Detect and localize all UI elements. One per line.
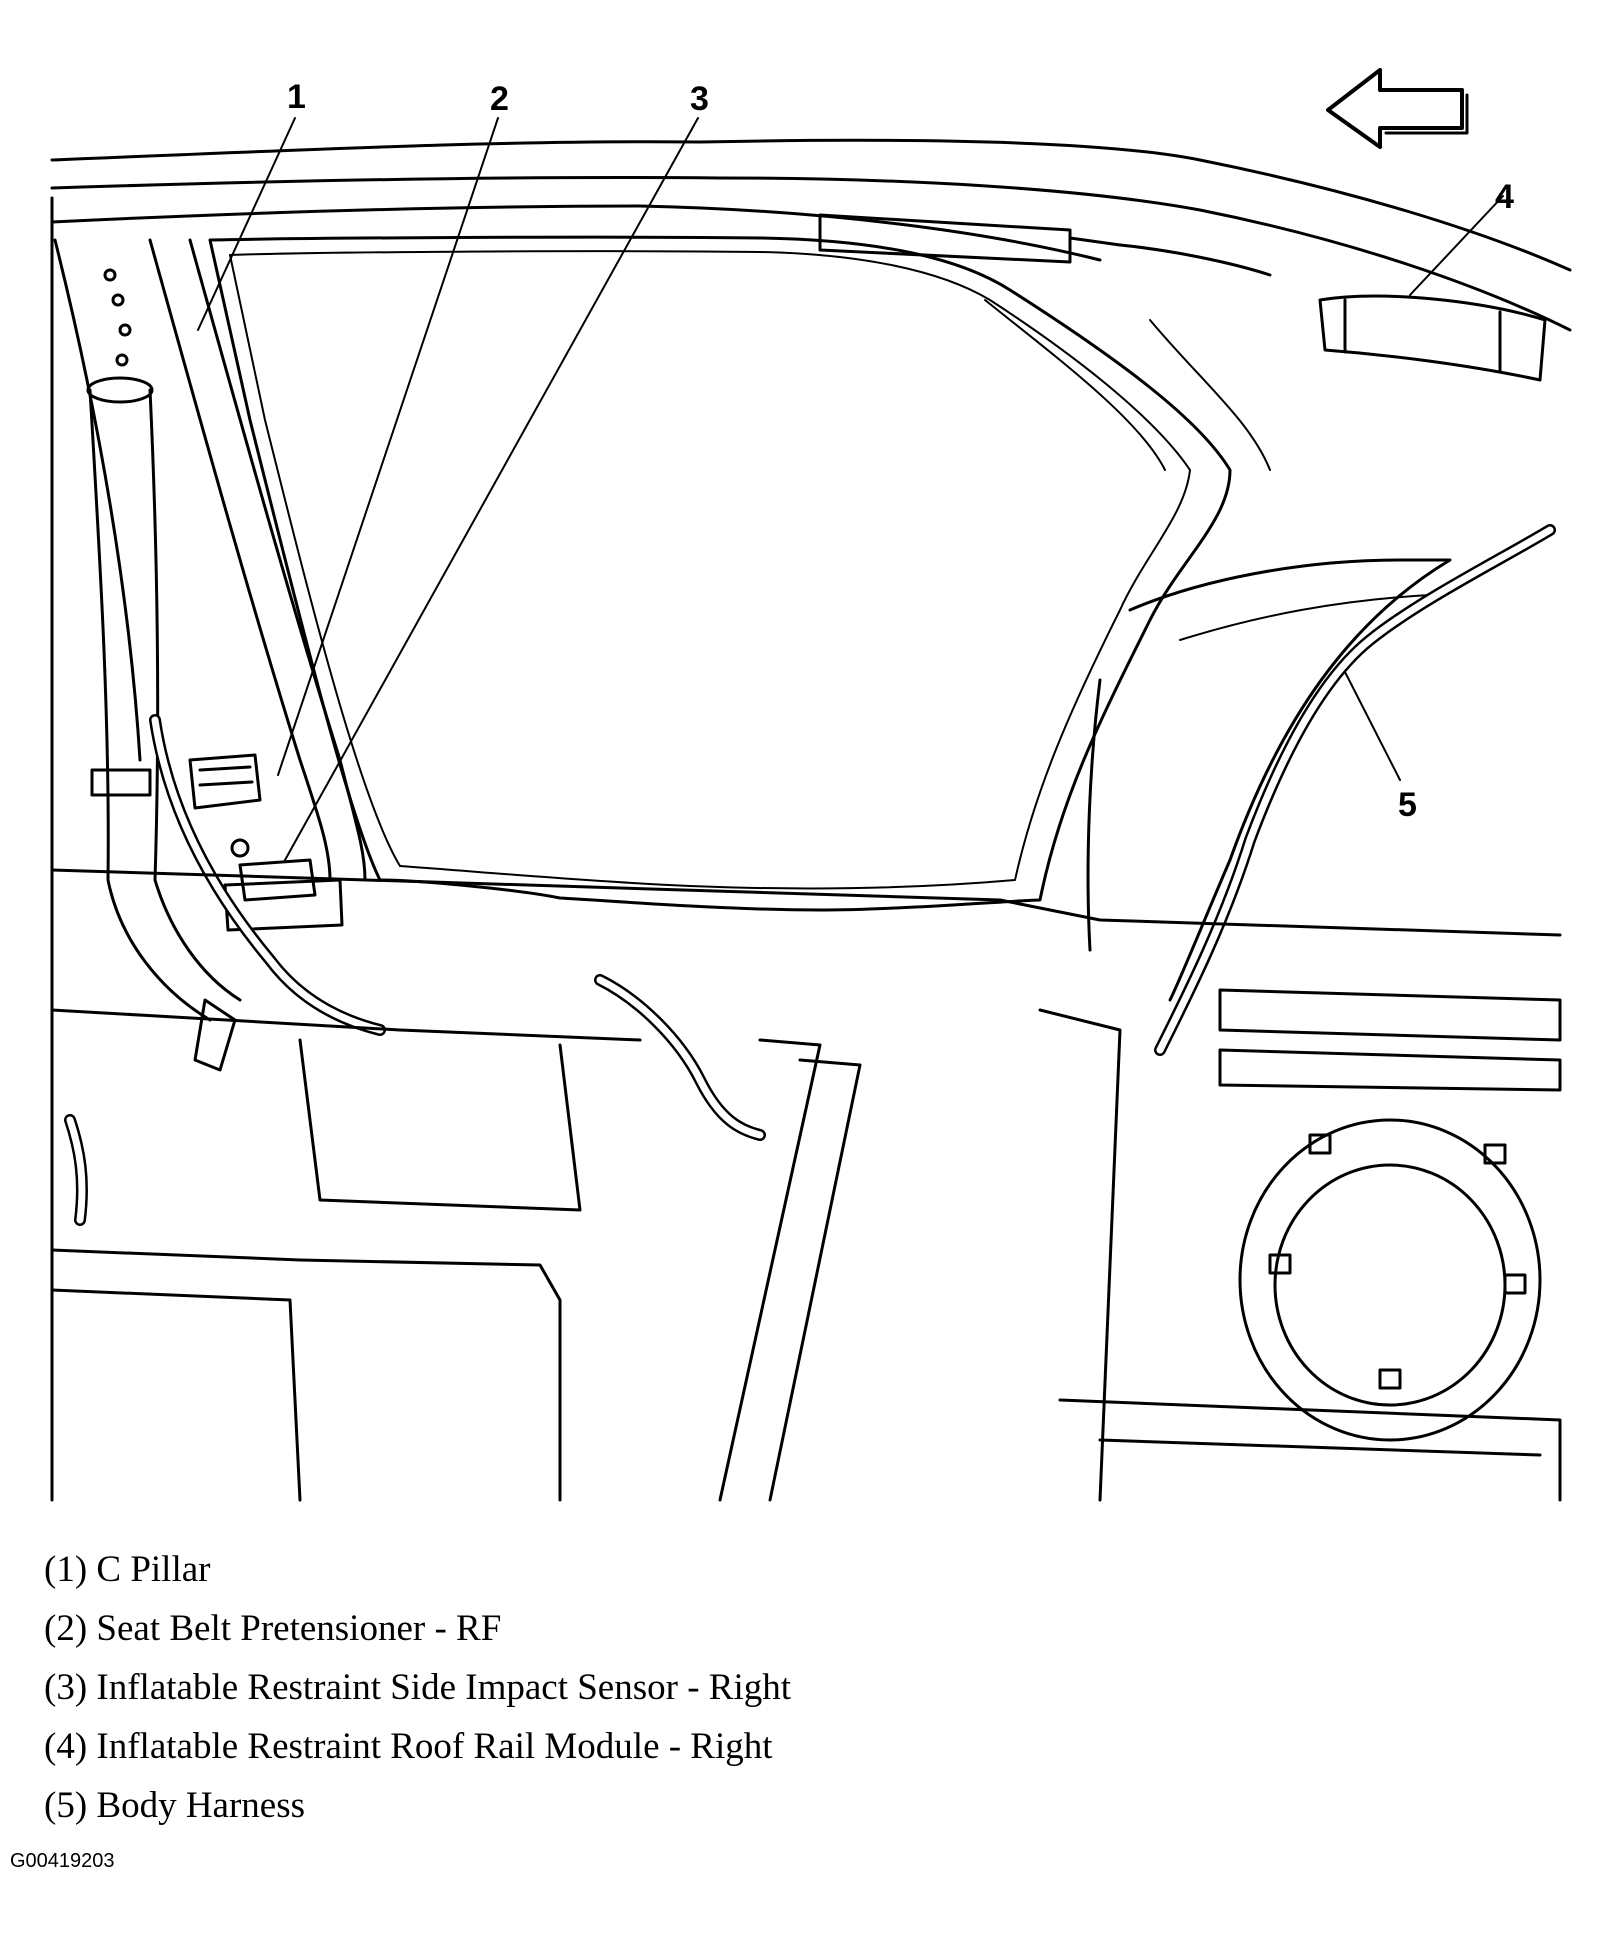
roof-rail-module: [818, 213, 1547, 382]
quarter-window-opening: [208, 235, 1271, 912]
legend-item-seat-belt-pretensioner: (2) Seat Belt Pretensioner - RF: [44, 1608, 502, 1649]
legend-item-side-impact-sensor: (3) Inflatable Restraint Side Impact Sen…: [44, 1667, 792, 1708]
callout-3: 3: [690, 80, 709, 118]
callout-5: 5: [1398, 786, 1417, 824]
callout-1: 1: [287, 78, 306, 116]
callout-4: 4: [1495, 178, 1514, 216]
seat-belt: [86, 376, 242, 1072]
side-impact-sensor: [223, 838, 344, 932]
c-pillar: [53, 238, 367, 882]
seat-belt-pretensioner: [188, 753, 262, 810]
direction-arrow-icon: [1326, 68, 1469, 149]
figure-id: G00419203: [10, 1850, 115, 1872]
callout-2: 2: [490, 80, 509, 118]
body-harness: [64, 524, 1556, 1226]
legend-item-body-harness: (5) Body Harness: [44, 1785, 306, 1826]
legend: (1) C Pillar (2) Seat Belt Pretensioner …: [44, 1540, 1444, 1835]
roof-rail: [50, 138, 1572, 1502]
leader-lines: [197, 117, 1504, 861]
vehicle-interior-illustration: [50, 68, 1572, 1502]
spare-tire-well: [1238, 1118, 1542, 1442]
legend-item-roof-rail-module: (4) Inflatable Restraint Roof Rail Modul…: [44, 1726, 773, 1767]
legend-item-c-pillar: (1) C Pillar: [44, 1549, 211, 1590]
floor-panel: [50, 868, 1562, 1502]
quarter-trim-panel: [1086, 558, 1452, 1002]
